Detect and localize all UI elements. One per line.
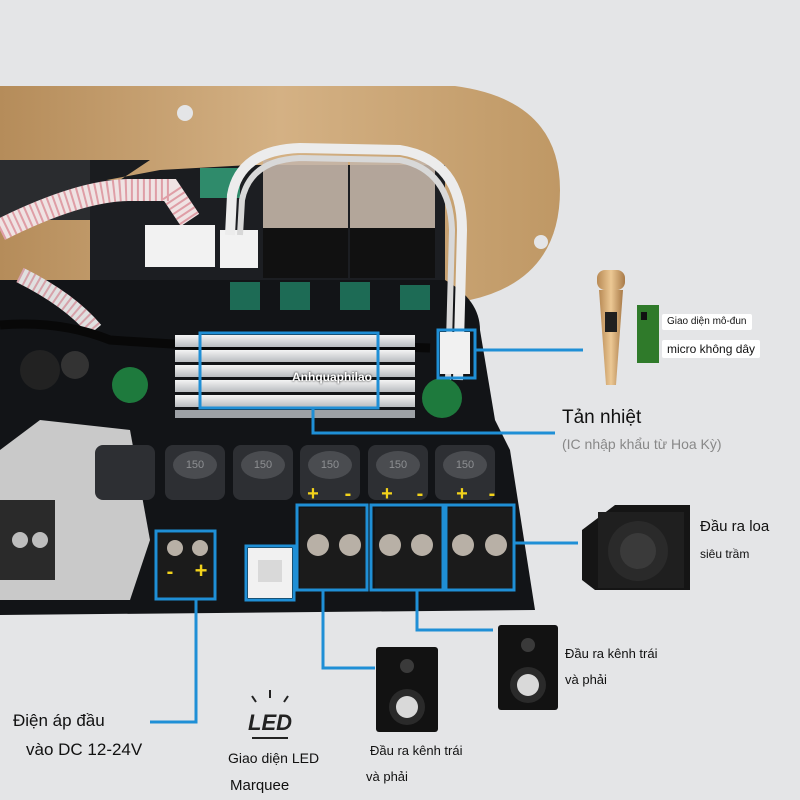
- led-label-line2: Marquee: [230, 777, 290, 794]
- dc-callout-box: [154, 529, 217, 601]
- heatsink-label-subtitle: (IC nhập khẩu từ Hoa Kỳ): [562, 436, 722, 452]
- heatsink-callout-box: [198, 331, 380, 410]
- mic-connector: [440, 332, 470, 374]
- polarity-minus: -: [345, 483, 352, 505]
- polarity-plus: +: [381, 483, 393, 505]
- dc-screw: [192, 540, 208, 556]
- mic-label-line1: Giao diện mô-đun: [662, 314, 752, 330]
- mount-hole: [177, 105, 193, 121]
- subwoofer-label-line1: Đầu ra loa: [700, 518, 770, 535]
- dc-label-line2: vào DC 12-24V: [26, 740, 143, 759]
- green-component: [340, 282, 370, 310]
- monitor-speaker-left: [376, 647, 438, 732]
- speaker-terminals: [300, 508, 512, 590]
- green-component: [280, 282, 310, 310]
- capacitor: [422, 378, 462, 418]
- white-wire: [225, 142, 468, 381]
- channel-left-label-line2: và phải: [366, 769, 408, 784]
- inductor-code-labels: 150 150 150 150 150: [186, 459, 474, 471]
- wireless-mic-image: [597, 270, 659, 385]
- subwoofer-image: [582, 505, 690, 590]
- dc-screw: [167, 540, 183, 556]
- relay: [263, 228, 348, 278]
- inductor-row: [95, 445, 495, 500]
- polarity-minus: -: [489, 483, 496, 505]
- channel-right-label-line2: và phải: [565, 672, 607, 687]
- relay: [350, 160, 435, 230]
- white-wire: [237, 154, 456, 381]
- ribbon-cable: [16, 267, 102, 336]
- led-icon-text: LED: [248, 710, 292, 735]
- monitor-speaker-right: [498, 625, 558, 710]
- channel-left-label-line1: Đầu ra kênh trái: [370, 743, 463, 758]
- terminal-callout-box: [444, 503, 516, 592]
- mic-callout-box: [436, 328, 477, 380]
- white-connector: [220, 230, 258, 268]
- callout-lines: [150, 328, 583, 724]
- capacitor: [61, 351, 89, 379]
- heatsink-fins: [175, 335, 415, 418]
- terminal-callout-box: [295, 503, 369, 592]
- led-callout-box: [244, 544, 296, 602]
- dc-polarity-plus: +: [195, 558, 208, 583]
- heatsink-label-title: Tản nhiệt: [562, 407, 642, 428]
- white-connector: [145, 225, 215, 267]
- green-component: [400, 285, 430, 310]
- ribbon-cable: [16, 267, 102, 336]
- polarity-marks: + - + - + -: [307, 483, 495, 505]
- mount-hole: [534, 235, 548, 249]
- channel-right-label-line1: Đầu ra kênh trái: [565, 646, 658, 661]
- led-connector-slot: [258, 560, 282, 582]
- watermark: Anhquaphilao: [292, 370, 372, 384]
- led-icon: [251, 690, 289, 739]
- green-component: [230, 282, 260, 310]
- dc-polarity-minus: -: [167, 561, 174, 583]
- polarity-plus: +: [307, 483, 319, 505]
- terminal-callout-box: [369, 503, 445, 592]
- inductor-code: 150: [389, 459, 407, 471]
- polarity-minus: -: [417, 483, 424, 505]
- inductor-code: 150: [321, 459, 339, 471]
- led-label-line1: Giao diện LED: [228, 750, 320, 766]
- capacitor: [20, 350, 60, 390]
- polarity-plus: +: [456, 483, 468, 505]
- ribbon-cable: [0, 179, 200, 240]
- subwoofer-label-line2: siêu trầm: [700, 547, 750, 561]
- dc-label-line1: Điện áp đầu: [13, 711, 105, 730]
- inductor-code: 150: [456, 459, 474, 471]
- screw: [32, 532, 48, 548]
- screw: [12, 532, 28, 548]
- mic-label-line2: micro không dây: [662, 340, 761, 358]
- relay: [350, 228, 435, 278]
- inductor-code: 150: [254, 459, 272, 471]
- capacitor: [112, 367, 148, 403]
- relay: [263, 160, 348, 230]
- inductor-code: 150: [186, 459, 204, 471]
